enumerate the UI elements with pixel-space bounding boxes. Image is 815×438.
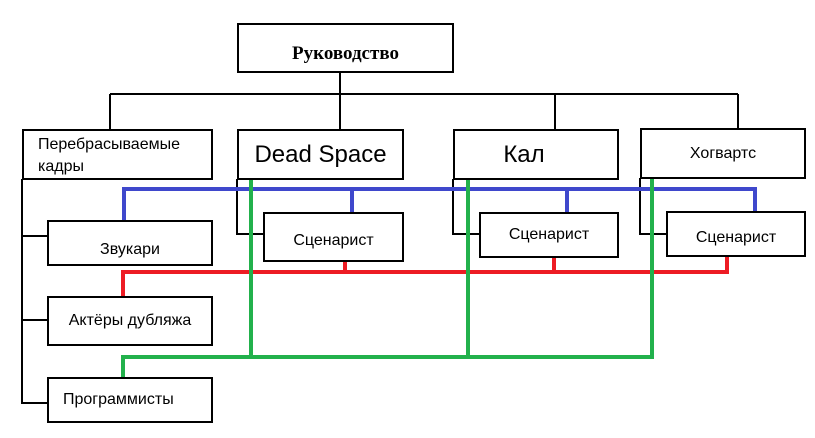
node-programmisty[interactable]: Программисты xyxy=(47,377,213,423)
node-zvukari[interactable]: Звукари xyxy=(47,220,213,266)
red-link-aktery xyxy=(121,256,729,296)
node-kal-label: Кал xyxy=(503,140,545,168)
hogwarts-spine xyxy=(639,178,666,235)
node-perebras-label: Перебрасываемые кадры xyxy=(38,135,180,175)
node-hogwarts[interactable]: Хогвартс xyxy=(640,128,806,179)
node-kal-scenarist-label: Сценарист xyxy=(508,226,590,243)
node-kal[interactable]: Кал xyxy=(453,129,619,180)
node-hogwarts-scenarist[interactable]: Сценарист xyxy=(666,211,806,257)
perebras-spine xyxy=(21,179,47,404)
node-perebras[interactable]: Перебрасываемые кадры xyxy=(22,129,213,180)
node-deadspace[interactable]: Dead Space xyxy=(237,129,404,180)
node-hogwarts-label: Хогвартс xyxy=(689,144,757,162)
green-link-programmisty xyxy=(121,178,654,377)
node-deadspace-scenarist[interactable]: Сценарист xyxy=(263,212,404,262)
node-deadspace-label: Dead Space xyxy=(254,140,387,168)
node-programmisty-label: Программисты xyxy=(63,391,174,408)
node-aktery-label: Актёры дубляжа xyxy=(68,312,192,329)
node-root[interactable]: Руководство xyxy=(237,23,454,73)
node-hogwarts-scenarist-label: Сценарист xyxy=(695,229,777,246)
node-kal-scenarist[interactable]: Сценарист xyxy=(479,212,619,258)
deadspace-spine xyxy=(236,179,263,235)
node-deadspace-scenarist-label: Сценарист xyxy=(293,232,374,249)
node-zvukari-label: Звукари xyxy=(100,241,160,258)
node-root-label: Руководство xyxy=(292,43,399,64)
blue-link-zvukari xyxy=(122,187,757,220)
kal-spine xyxy=(452,179,479,235)
node-aktery[interactable]: Актёры дубляжа xyxy=(47,296,213,346)
